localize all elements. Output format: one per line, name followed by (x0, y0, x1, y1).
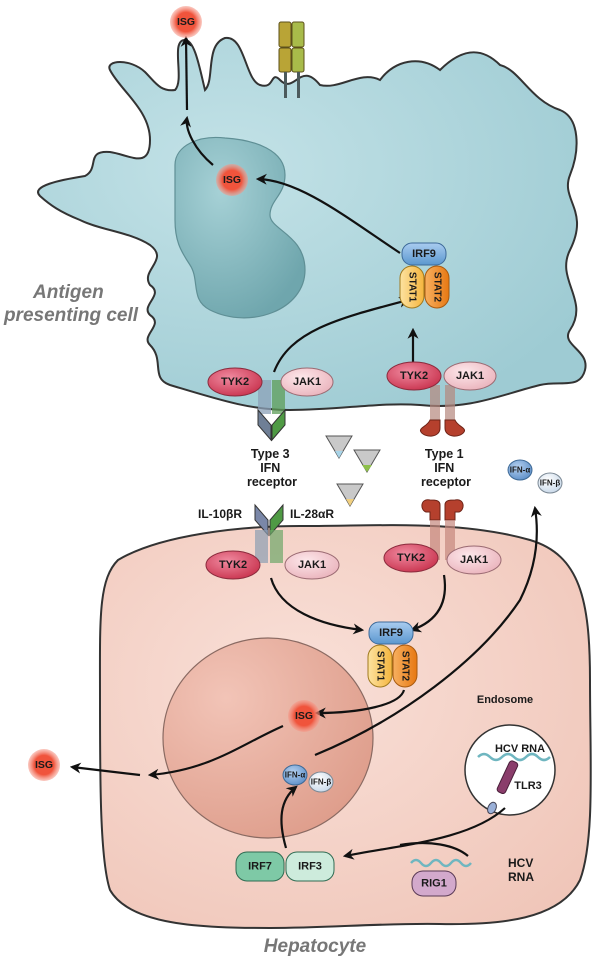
jak1-label: JAK1 (298, 559, 326, 571)
arrow-stat-to-apc-isg (255, 173, 401, 254)
type3-receptor-label: Type 3 IFN receptor (247, 447, 297, 489)
jak1-label: JAK1 (460, 554, 488, 566)
endosome-label: Endosome (477, 694, 533, 706)
isg-label: ISG (177, 16, 195, 28)
isg-label: ISG (295, 710, 313, 722)
arrow-tlr3-to-irf3 (342, 807, 506, 860)
antigen-presenting-cell-body (37, 36, 587, 412)
irf9-label: IRF9 (379, 627, 403, 639)
apc-type3-receptor (257, 380, 286, 442)
hepatocyte-nucleus (162, 637, 374, 839)
hep-jak1-type1: JAK1 (446, 545, 502, 575)
type1-receptor-label: Type 1 IFN receptor (421, 447, 471, 489)
isg-burst-apc-nucleus: ISG (216, 164, 248, 196)
jak1-label: JAK1 (293, 376, 321, 388)
secreted-ifn-alpha: IFN-α (507, 459, 533, 481)
arrow-type3-to-stat-apc (272, 296, 411, 373)
arrow-apc-exterior-up (180, 35, 192, 111)
irf9-label: IRF9 (412, 248, 436, 260)
hep-tyk2-type1: TYK2 (383, 543, 439, 573)
hepatocyte-title: Hepatocyte (264, 936, 367, 957)
secreted-ifn-beta: IFN-β (537, 472, 563, 494)
apc-tyk2-type1: TYK2 (386, 361, 442, 391)
apc-jak1-type1: JAK1 (443, 361, 497, 391)
endosome-hcv-rna-label: HCV RNA (495, 743, 545, 755)
arrow-type1-to-stat-hep (409, 574, 446, 633)
hep-ifn-alpha: IFN-α (282, 764, 308, 786)
svg-text:IFN-β: IFN-β (540, 479, 561, 488)
arrow-irf-to-ifn (280, 785, 298, 849)
tyk2-label: TYK2 (221, 376, 249, 388)
apc-surface-receptor (278, 21, 305, 98)
rig1: RIG1 (411, 870, 457, 897)
cytoplasmic-hcv-rna-label: HCV RNA (508, 856, 537, 884)
apc-stat-complex: IRF9 STAT1 STAT2 (399, 242, 450, 309)
apc-type1-receptor (419, 385, 466, 437)
il10br-label: IL-10βR (198, 507, 242, 521)
irf7: IRF7 (235, 851, 285, 882)
il28ar-label: IL-28αR (290, 507, 334, 521)
arrow-hep-exterior-left (69, 762, 141, 777)
cytoplasmic-hcv-rna-strand (410, 858, 472, 868)
isg-burst-hep-exterior: ISG (28, 749, 60, 781)
ifn-lambda-ligands (325, 435, 381, 507)
arrow-ifn-secretion (314, 505, 542, 757)
hep-type3-receptor (254, 503, 284, 563)
jak1-label: JAK1 (456, 370, 484, 382)
stat1-label: STAT1 (375, 651, 386, 682)
arrow-hep-isg-to-exterior (147, 724, 284, 780)
arrow-rig1-to-irf3 (399, 842, 469, 857)
apc-jak1-type3: JAK1 (280, 367, 334, 397)
hep-jak1-type3: JAK1 (284, 550, 340, 580)
hep-ifn-beta: IFN-β (308, 771, 334, 793)
hep-tyk2-type3: TYK2 (205, 550, 261, 580)
apc-title: Antigen presenting cell (3, 282, 139, 326)
tyk2-label: TYK2 (219, 559, 247, 571)
svg-text:IFN-β: IFN-β (311, 778, 332, 787)
isg-burst-hep-nucleus: ISG (288, 700, 320, 732)
apc-tyk2-type3: TYK2 (207, 367, 263, 397)
svg-text:IFN-α: IFN-α (510, 466, 531, 475)
rig1-label: RIG1 (421, 878, 447, 890)
irf3-label: IRF3 (298, 861, 322, 873)
tlr3-receptor (487, 760, 519, 815)
hep-stat-complex: IRF9 STAT1 STAT2 (367, 621, 418, 688)
isg-label: ISG (223, 174, 241, 186)
tlr3-label: TLR3 (514, 780, 542, 792)
isg-label: ISG (35, 759, 53, 771)
stat2-label: STAT2 (400, 651, 411, 682)
svg-text:IFN-α: IFN-α (285, 771, 306, 780)
tyk2-label: TYK2 (397, 552, 425, 564)
arrow-type3-to-stat-hep (269, 577, 365, 635)
arrow-stat-to-hep-isg (314, 689, 406, 719)
isg-burst-apc-exterior: ISG (170, 6, 202, 38)
irf7-label: IRF7 (248, 861, 272, 873)
irf3: IRF3 (285, 851, 335, 882)
tyk2-label: TYK2 (400, 370, 428, 382)
stat1-label: STAT1 (407, 272, 418, 303)
endosome-hcv-rna-strand (477, 752, 551, 762)
arrow-apc-nucleus-to-exterior (180, 115, 214, 166)
stat2-label: STAT2 (432, 272, 443, 303)
hep-type1-receptor (421, 499, 464, 560)
apc-nucleus (174, 136, 306, 319)
